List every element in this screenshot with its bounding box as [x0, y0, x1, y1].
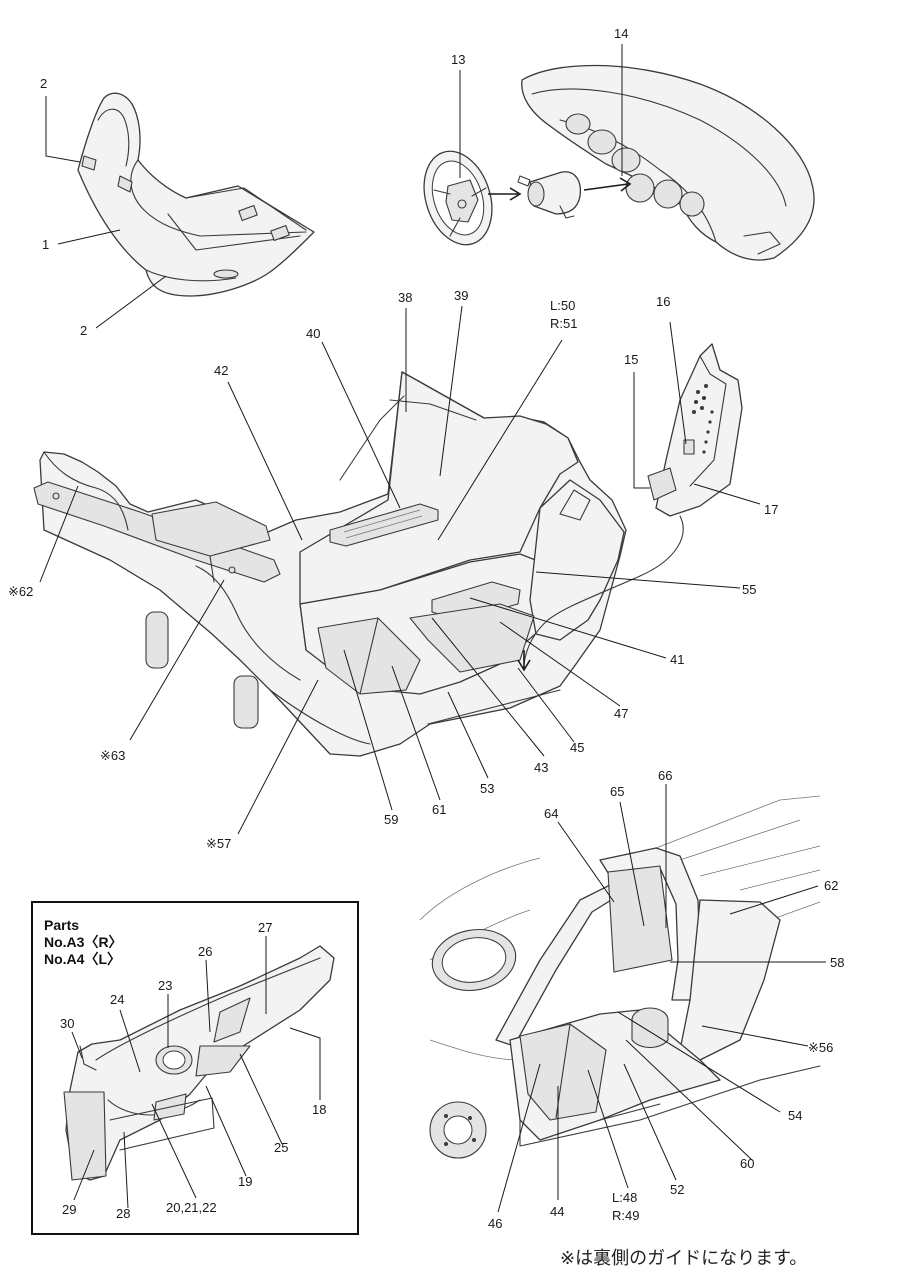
label-38: 38	[398, 290, 412, 305]
control-panel-part	[517, 343, 743, 672]
label-29: 29	[62, 1202, 76, 1217]
label-17: 17	[764, 502, 778, 517]
label-2-bottom: 2	[80, 323, 87, 338]
seat-part	[77, 92, 315, 297]
label-15: 15	[624, 352, 638, 367]
label-48: L:48	[612, 1190, 637, 1205]
inset-title-a4: No.A4〈L〉	[44, 951, 121, 967]
meter-part	[517, 171, 582, 219]
label-20-21-22: 20,21,22	[166, 1200, 217, 1215]
main-tub-part	[33, 371, 627, 757]
part-labels: 2 1 2 13 14 38 39 L:50 R:51 16 40 15 42 …	[8, 26, 844, 1231]
label-60: 60	[740, 1156, 754, 1171]
label-44: 44	[550, 1204, 564, 1219]
label-16: 16	[656, 294, 670, 309]
label-65: 65	[610, 784, 624, 799]
label-59: 59	[384, 812, 398, 827]
label-25: 25	[274, 1140, 288, 1155]
label-47: 47	[614, 706, 628, 721]
label-1: 1	[42, 237, 49, 252]
label-19: 19	[238, 1174, 252, 1189]
label-30: 30	[60, 1016, 74, 1031]
label-58: 58	[830, 955, 844, 970]
label-24: 24	[110, 992, 124, 1007]
label-42: 42	[214, 363, 228, 378]
label-57: ※57	[206, 836, 231, 851]
label-63: ※63	[100, 748, 125, 763]
inset-frame	[31, 901, 359, 1235]
label-2-top: 2	[40, 76, 47, 91]
label-27: 27	[258, 920, 272, 935]
label-56: ※56	[808, 1040, 833, 1055]
label-61: 61	[432, 802, 446, 817]
label-64: 64	[544, 806, 558, 821]
label-51: R:51	[550, 316, 577, 331]
label-52: 52	[670, 1182, 684, 1197]
label-14: 14	[614, 26, 628, 41]
label-50: L:50	[550, 298, 575, 313]
label-49: R:49	[612, 1208, 639, 1223]
door-panel-part	[63, 945, 335, 1181]
label-13: 13	[451, 52, 465, 67]
label-62-right: 62	[824, 878, 838, 893]
dashboard-part	[521, 64, 815, 261]
label-28: 28	[116, 1206, 130, 1221]
label-55: 55	[742, 582, 756, 597]
arrow-wheel-to-meter	[488, 187, 522, 201]
inset-title-parts: Parts	[44, 917, 79, 933]
label-46: 46	[488, 1216, 502, 1231]
steering-wheel-part	[423, 150, 493, 246]
label-53: 53	[480, 781, 494, 796]
label-23: 23	[158, 978, 172, 993]
label-39: 39	[454, 288, 468, 303]
leader-lines	[39, 44, 826, 1213]
label-54: 54	[788, 1108, 802, 1123]
label-18: 18	[312, 1102, 326, 1117]
inset-title-a3: No.A3〈R〉	[44, 934, 123, 950]
arrow-meter-to-dash	[583, 177, 632, 192]
label-62-left: ※62	[8, 584, 33, 599]
label-45: 45	[570, 740, 584, 755]
label-41: 41	[670, 652, 684, 667]
label-43: 43	[534, 760, 548, 775]
body-interior-part	[419, 795, 821, 1159]
label-66: 66	[658, 768, 672, 783]
footnote-text: ※は裏側のガイドになります。	[560, 1248, 808, 1269]
label-40: 40	[306, 326, 320, 341]
label-26: 26	[198, 944, 212, 959]
